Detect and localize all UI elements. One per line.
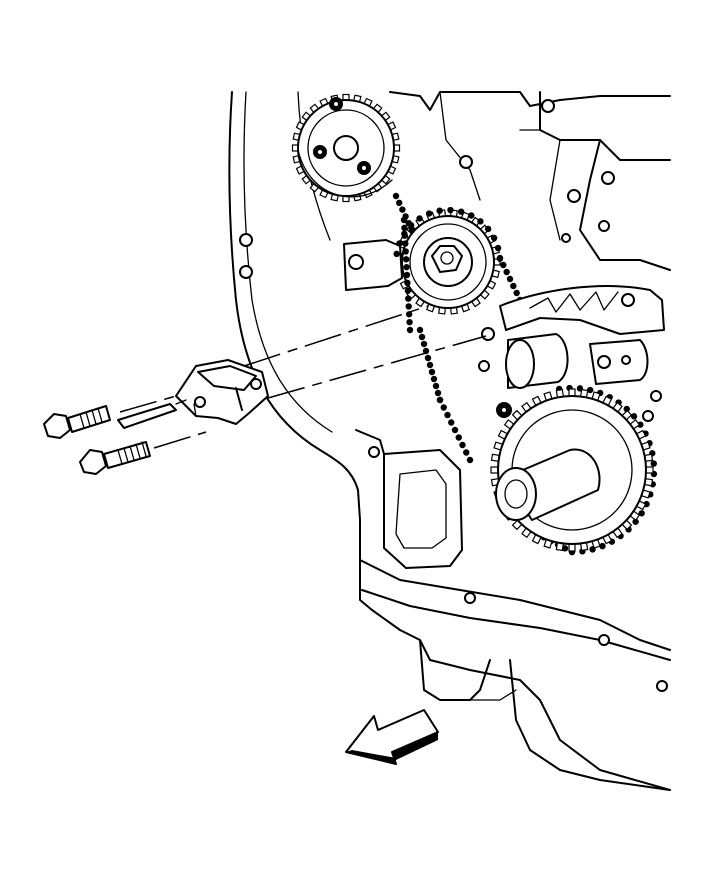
chain-link [404, 279, 411, 287]
chain-link [403, 263, 410, 271]
vehicle-front-arrow [345, 709, 439, 765]
chain-link [406, 326, 414, 334]
chain-link [494, 244, 502, 252]
chain-link [402, 256, 410, 263]
chain-link [436, 207, 443, 214]
chain-link [430, 375, 438, 383]
tensioner-bolt-upper [43, 405, 111, 439]
chain-link [406, 318, 413, 326]
chain-link [451, 426, 459, 434]
chain-link [416, 215, 423, 222]
chain-link [401, 224, 408, 232]
chain-link [506, 275, 514, 283]
chain-link [399, 206, 406, 213]
chain-link [393, 250, 400, 258]
chain-link [424, 354, 432, 362]
chain-link [638, 510, 645, 517]
chain-link [428, 368, 436, 376]
chain-link [496, 254, 504, 262]
chain-guide [478, 285, 665, 372]
lower-cover-plate [355, 429, 463, 569]
chain-link [405, 295, 412, 302]
timing-chain-tensioner [117, 359, 269, 429]
chain-link [432, 382, 440, 390]
chain-link [468, 212, 475, 219]
chain-link [440, 404, 447, 411]
chain-link [466, 456, 474, 464]
chain-link [455, 434, 462, 441]
idler-bracket [343, 239, 403, 291]
chain-link [477, 218, 484, 225]
chain-link [444, 411, 451, 419]
chain-link [402, 240, 409, 247]
chain-link [513, 289, 520, 297]
engine-block [228, 91, 671, 791]
chain-link [490, 234, 498, 242]
chain-link [401, 232, 409, 239]
chain-link [484, 225, 492, 233]
chain-link [403, 271, 411, 279]
chain-link [632, 518, 639, 525]
chain-link [405, 303, 412, 310]
tensioner-plunger-housing [505, 333, 649, 389]
chain-link [457, 208, 465, 215]
chain-link [418, 333, 426, 341]
chain-link [623, 405, 630, 413]
chain-link [447, 206, 454, 214]
crankshaft-sprocket [490, 388, 654, 552]
chain-link [404, 287, 412, 294]
chain-link [510, 282, 517, 290]
chain-link [503, 268, 510, 276]
chain-link [396, 240, 403, 247]
chain-link [448, 419, 455, 426]
chain-link [425, 210, 433, 217]
tensioner-bolt-lower [79, 441, 151, 475]
alignment-lines [119, 305, 487, 449]
chain-link [434, 389, 442, 397]
chain-link [400, 216, 408, 224]
chain-link [500, 261, 507, 269]
chain-link [416, 326, 424, 334]
timing-chain [392, 192, 658, 556]
chain-link [405, 311, 413, 318]
chain-link [402, 248, 409, 255]
chain-link [436, 396, 444, 404]
chain-link [426, 361, 434, 369]
chain-link [599, 542, 606, 550]
guide-bolt [496, 402, 512, 418]
chain-link [420, 340, 428, 348]
chain-link [396, 199, 403, 206]
chain-link [630, 413, 638, 420]
chain-link [459, 441, 466, 449]
chain-link [463, 449, 470, 456]
camshaft-sprocket-left [291, 93, 401, 203]
chain-link [650, 460, 657, 467]
chain-link [392, 192, 400, 200]
chain-link [586, 386, 594, 394]
chain-link [407, 222, 415, 229]
